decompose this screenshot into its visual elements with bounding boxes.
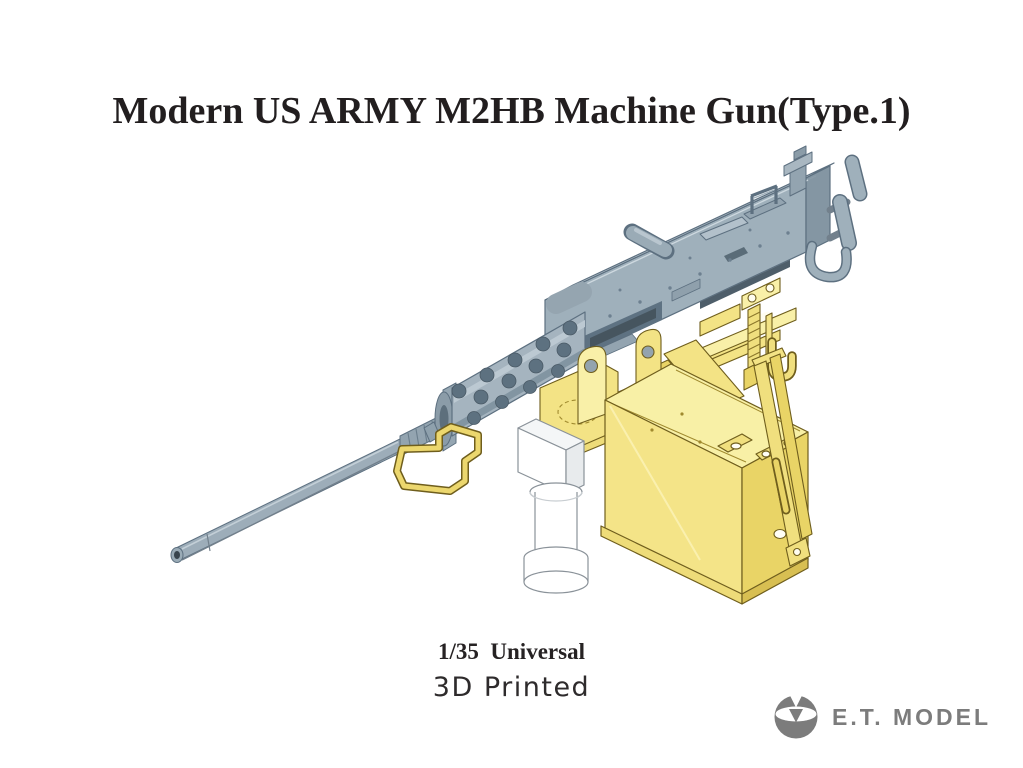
barrel-support <box>546 282 592 314</box>
et-model-emblem-icon <box>774 695 818 739</box>
brand-logo: E.T. MODEL <box>773 694 991 740</box>
page-title: Modern US ARMY M2HB Machine Gun(Type.1) <box>112 90 911 133</box>
barrel-carry-handle <box>393 421 482 495</box>
pintle-mount <box>517 418 589 594</box>
rear-sight <box>743 184 787 220</box>
backplate-latch <box>783 145 813 197</box>
print-method-label: 3D Printed <box>432 672 591 703</box>
barrel-jacket <box>434 311 586 452</box>
strap-rear <box>769 353 813 540</box>
charging-slot <box>700 260 790 309</box>
jacket-holes <box>451 320 578 425</box>
top-cover-latch <box>699 216 749 241</box>
machine-gun-body <box>170 145 868 563</box>
brand-name: E.T. MODEL <box>832 703 992 730</box>
gun-barrel <box>170 438 401 563</box>
front-upright <box>577 345 607 425</box>
charging-handle <box>623 223 675 260</box>
scale-label: 1/35 Universal <box>438 639 585 664</box>
receiver <box>544 162 835 375</box>
ammo-box-straps <box>751 347 813 567</box>
spade-grips <box>804 154 868 283</box>
rivets <box>608 228 790 318</box>
